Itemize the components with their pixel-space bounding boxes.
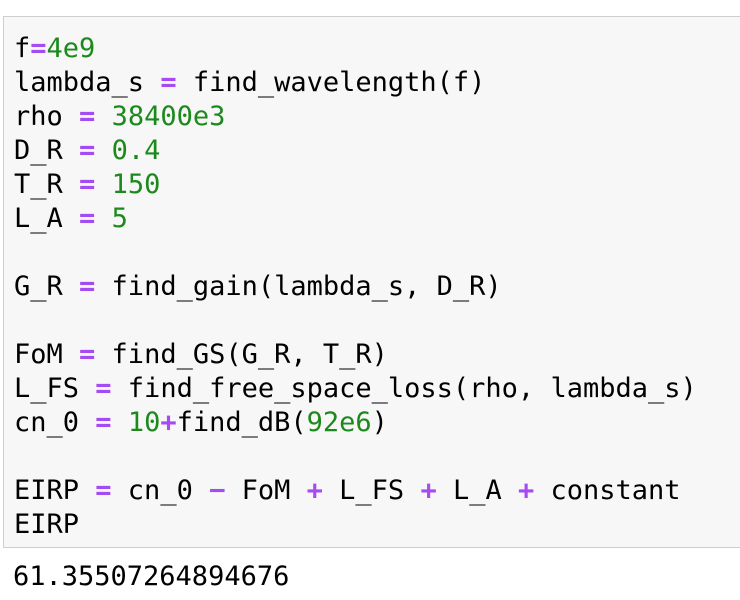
code-number-token: 0.4 [111,135,161,166]
code-text-token: L_A [14,203,80,234]
code-line: L_FS = find_free_space_loss(rho, lambda_… [14,372,697,406]
code-operator-token: = [95,407,112,438]
code-operator-token: = [79,135,96,166]
code-line [14,440,697,474]
code-text-token: find_wavelength(f) [176,67,486,98]
code-text-token: ) [371,407,388,438]
code-operator-token: = [95,373,112,404]
code-operator-token: + [420,475,437,506]
code-text-token: find_free_space_loss(rho, lambda_s) [111,373,697,404]
code-line: T_R = 150 [14,168,697,202]
code-text-token: FoM [14,339,80,370]
code-number-token: 38400e3 [111,101,226,132]
code-operator-token: = [79,101,96,132]
code-text-token [112,407,128,438]
code-text-token: find_GS(G_R, T_R) [95,339,388,370]
code-number-token: 4e9 [46,33,96,64]
code-text-token: L_FS [322,475,421,506]
code-line: L_A = 5 [14,202,697,236]
code-number-token: 150 [111,169,161,200]
code-operator-token: = [30,33,47,64]
code-line: EIRP [14,508,697,542]
code-text-token: cn_0 [14,407,96,438]
code-text-token: f [14,33,31,64]
code-line: FoM = find_GS(G_R, T_R) [14,338,697,372]
code-line: EIRP = cn_0 − FoM + L_FS + L_A + constan… [14,474,697,508]
code-operator-token: = [79,203,96,234]
code-text-token: EIRP [14,475,96,506]
code-operator-token: = [79,271,96,302]
cell-output: 61.35507264894676 [13,561,290,592]
code-number-token: 92e6 [306,407,372,438]
code-operator-token: + [518,475,535,506]
code-text-token: rho [14,101,80,132]
code-text-token: D_R [14,135,80,166]
code-text-token [95,101,111,132]
code-line [14,304,697,338]
code-text-token [95,135,111,166]
code-line: rho = 38400e3 [14,100,697,134]
code-text-token: G_R [14,271,80,302]
code-line: cn_0 = 10+find_dB(92e6) [14,406,697,440]
code-line: G_R = find_gain(lambda_s, D_R) [14,270,697,304]
code-number-token: 10 [127,407,161,438]
code-text-token: constant [534,475,681,506]
code-text-token: L_A [436,475,518,506]
code-number-token: 5 [111,203,128,234]
code-operator-token: + [160,407,177,438]
code-text-token: FoM [225,475,307,506]
code-line [14,236,697,270]
code-operator-token: = [79,339,96,370]
code-text-token: L_FS [14,373,96,404]
code-text-token: find_dB( [176,407,307,438]
code-line: D_R = 0.4 [14,134,697,168]
code-text-token: find_gain(lambda_s, D_R) [95,271,502,302]
code-operator-token: = [160,67,177,98]
code-text-token [95,203,111,234]
code-text-token: EIRP [14,509,80,540]
code-text-token [95,169,111,200]
code-operator-token: = [79,169,96,200]
code-line: lambda_s = find_wavelength(f) [14,66,697,100]
code-text-token: cn_0 [111,475,210,506]
code-operator-token: = [95,475,112,506]
code-text-token: lambda_s [14,67,161,98]
code-line: f=4e9 [14,32,697,66]
code-text-token: T_R [14,169,80,200]
code-operator-token: − [209,475,226,506]
code-operator-token: + [306,475,323,506]
